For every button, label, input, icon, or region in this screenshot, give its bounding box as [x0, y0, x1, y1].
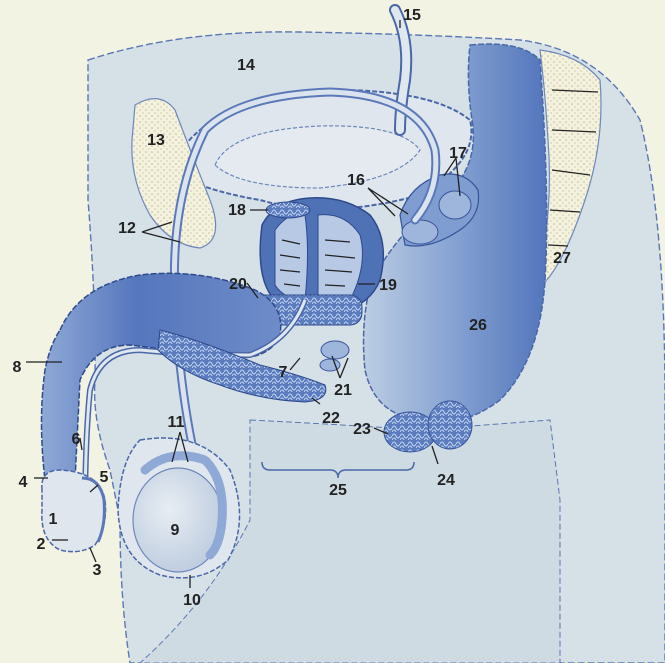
- internal-urethral-sphincter: [266, 202, 310, 218]
- label-11: 11: [168, 414, 185, 431]
- label-5: 5: [100, 469, 109, 486]
- label-2: 2: [37, 536, 46, 553]
- label-4: 4: [19, 474, 28, 491]
- seminal-vesicle-lobe: [439, 191, 471, 219]
- label-14: 14: [237, 57, 255, 74]
- label-6: 6: [72, 431, 81, 448]
- label-21: 21: [334, 382, 352, 399]
- label-1: 1: [49, 511, 58, 528]
- internal-anal-sphincter: [428, 401, 472, 449]
- label-27: 27: [553, 250, 571, 267]
- label-26: 26: [469, 317, 487, 334]
- label-10: 10: [183, 592, 201, 609]
- label-24: 24: [437, 472, 455, 489]
- label-12: 12: [118, 220, 136, 237]
- label-20: 20: [229, 276, 247, 293]
- label-9: 9: [171, 522, 180, 539]
- ampulla: [402, 220, 438, 244]
- label-8: 8: [13, 359, 22, 376]
- label-13: 13: [147, 132, 165, 149]
- label-3: 3: [93, 562, 102, 579]
- label-25: 25: [329, 482, 347, 499]
- label-18: 18: [228, 202, 246, 219]
- label-17: 17: [449, 145, 467, 162]
- label-23: 23: [353, 421, 371, 438]
- label-15: 15: [403, 7, 421, 24]
- label-16: 16: [347, 172, 365, 189]
- bulbourethral-gland: [321, 341, 349, 359]
- label-19: 19: [379, 277, 397, 294]
- label-7: 7: [279, 364, 288, 381]
- label-22: 22: [322, 410, 340, 427]
- external-anal-sphincter: [384, 412, 436, 452]
